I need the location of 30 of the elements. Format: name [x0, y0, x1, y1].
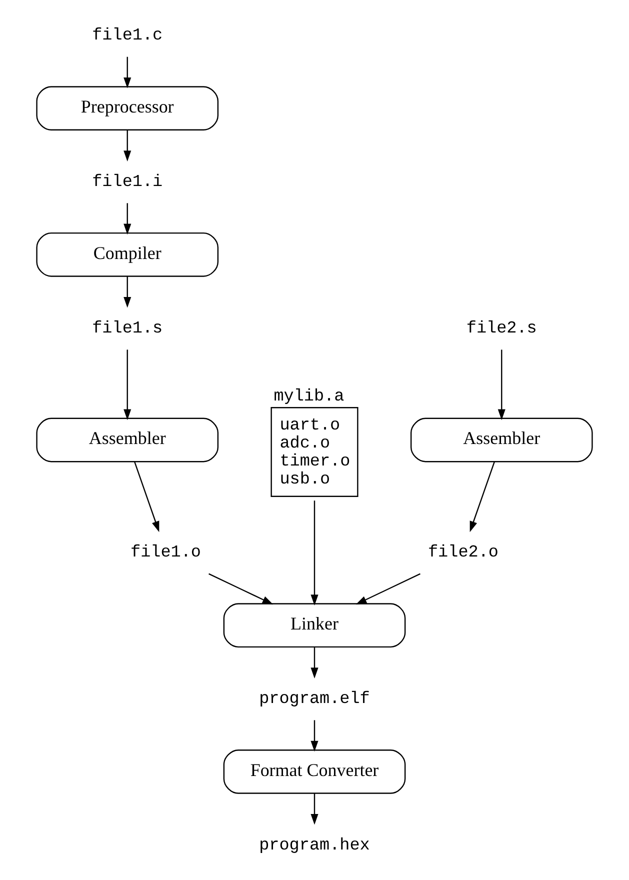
node-text: file1.s	[92, 319, 163, 338]
arrow	[124, 350, 132, 420]
arrow	[310, 647, 318, 678]
node-box: Assembler	[36, 418, 219, 462]
node-text: file2.o	[428, 544, 498, 563]
arrow	[124, 203, 132, 235]
arrow	[310, 500, 318, 606]
node-box: Format Converter	[223, 750, 406, 794]
node-text: file1.o	[130, 544, 202, 563]
node-text: program.hex	[259, 836, 370, 856]
node-text: file1.c	[92, 26, 163, 46]
arrow	[208, 573, 274, 604]
node-box: Preprocessor	[36, 86, 219, 130]
node-box: Linker	[223, 603, 406, 648]
arrow	[124, 130, 132, 162]
arrow	[124, 56, 132, 88]
arrow	[470, 462, 495, 532]
node-label: mylib.a	[274, 388, 344, 407]
node-box: Compiler	[36, 232, 219, 277]
node-text: file2.s	[466, 319, 537, 338]
arrow	[498, 350, 506, 420]
node-text: program.elf	[259, 690, 370, 709]
node-text: file1.i	[92, 172, 163, 192]
arrow	[134, 462, 160, 532]
arrow	[124, 276, 132, 308]
node-box: uart.o adc.o timer.o usb.o	[270, 407, 358, 497]
node-box: Assembler	[410, 418, 593, 462]
arrow	[356, 573, 420, 604]
arrow	[310, 793, 318, 825]
arrow	[310, 720, 318, 752]
